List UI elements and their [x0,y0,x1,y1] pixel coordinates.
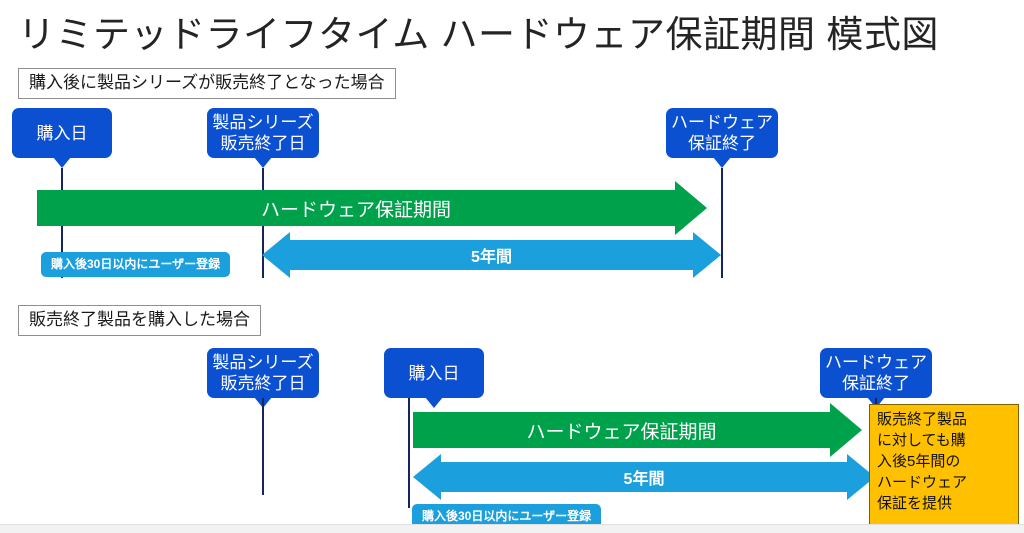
s1-term-bar-label: 5年間 [471,249,512,266]
s2-warranty-bar-label: ハードウェア保証期間 [526,421,717,443]
s2-note-line-4: ハードウェア [877,474,968,491]
s2-warranty-bar-arrowhead [830,403,862,457]
s2-note-line-1: 販売終了製品 [877,411,968,428]
footer-strip [0,524,1024,533]
s1-callout-warranty-end-line-2: 保証終了 [688,134,756,153]
section-2-label: 販売終了製品を購入した場合 [18,305,261,336]
s1-term-bar-arrowhead-right [693,232,721,278]
s2-term-bar: 5年間 [441,462,847,492]
s2-callout-warranty-end-line-2: 保証終了 [842,374,910,393]
s1-warranty-bar: ハードウェア保証期間 [37,190,675,226]
s2-warranty-bar: ハードウェア保証期間 [413,412,830,448]
s1-callout-series-eos-date: 製品シリーズ 販売終了日 [207,108,319,158]
s1-callout-series-eos-date-line-1: 製品シリーズ [212,113,314,132]
s1-term-bar: 5年間 [290,240,693,270]
s2-note-line-2: に対しても購 [877,432,966,449]
s2-milestone-line-eos [262,398,264,495]
s2-callout-series-eos-date-line-2: 販売終了日 [220,374,306,393]
s2-note-box: 販売終了製品 に対しても購 入後5年間の ハードウェア 保証を提供 [869,404,1019,528]
s2-callout-series-eos-date-line-1: 製品シリーズ [212,353,314,372]
s2-term-bar-arrowhead-left [413,454,441,500]
s1-callout-series-eos-date-line-2: 販売終了日 [220,134,306,153]
s1-callout-purchase-date: 購入日 [12,108,112,158]
section-1-label: 購入後に製品シリーズが販売終了となった場合 [18,68,396,99]
s1-registration-badge: 購入後30日以内にユーザー登録 [41,252,231,277]
s1-callout-warranty-end: ハードウェア 保証終了 [666,108,778,158]
page-title: リミテッドライフタイム ハードウェア保証期間 模式図 [18,14,939,55]
s1-warranty-bar-arrowhead [675,181,707,235]
s1-milestone-line-warranty-end [721,168,723,278]
s2-callout-warranty-end-line-1: ハードウェア [825,353,927,372]
s2-term-bar-label: 5年間 [623,471,665,488]
s2-note-line-5: 保証を提供 [877,495,953,512]
s2-callout-purchase-date: 購入日 [384,348,484,398]
s2-callout-series-eos-date: 製品シリーズ 販売終了日 [207,348,319,398]
s1-callout-purchase-date-line-1: 購入日 [36,123,88,143]
s1-warranty-bar-label: ハードウェア保証期間 [260,199,451,221]
s1-callout-warranty-end-line-1: ハードウェア [671,113,773,132]
s2-callout-purchase-date-line-1: 購入日 [408,363,460,383]
s2-note-line-3: 入後5年間の [877,453,961,470]
s2-callout-warranty-end: ハードウェア 保証終了 [820,348,932,398]
s1-term-bar-arrowhead-left [262,232,290,278]
s2-milestone-line-purchase [408,398,410,508]
